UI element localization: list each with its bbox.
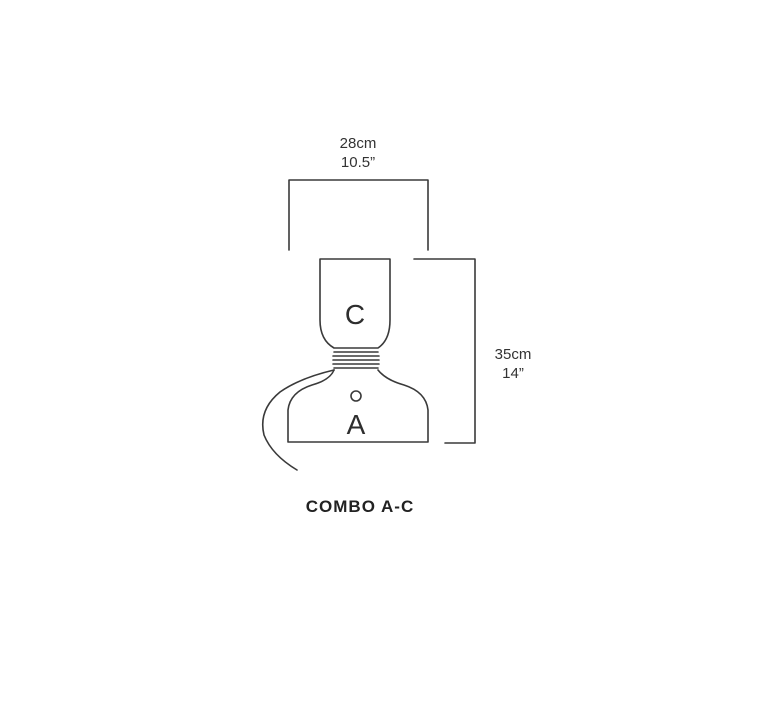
power-cable	[261, 369, 335, 471]
height-metric-label: 35cm	[494, 346, 532, 363]
lower-shade-a	[287, 369, 429, 443]
combo-caption: COMBO A-C	[305, 497, 415, 516]
height-imperial-label: 14”	[502, 365, 524, 382]
part-label-c: C	[344, 299, 366, 330]
threaded-collar	[332, 351, 380, 369]
part-label-a: A	[346, 409, 366, 440]
width-imperial-label: 10.5”	[340, 154, 376, 171]
upper-shade-c	[319, 258, 391, 349]
width-metric-label: 28cm	[339, 135, 377, 152]
switch-knob	[350, 390, 362, 402]
width-dimension-bracket	[288, 179, 429, 251]
height-dimension-bracket	[413, 258, 476, 444]
